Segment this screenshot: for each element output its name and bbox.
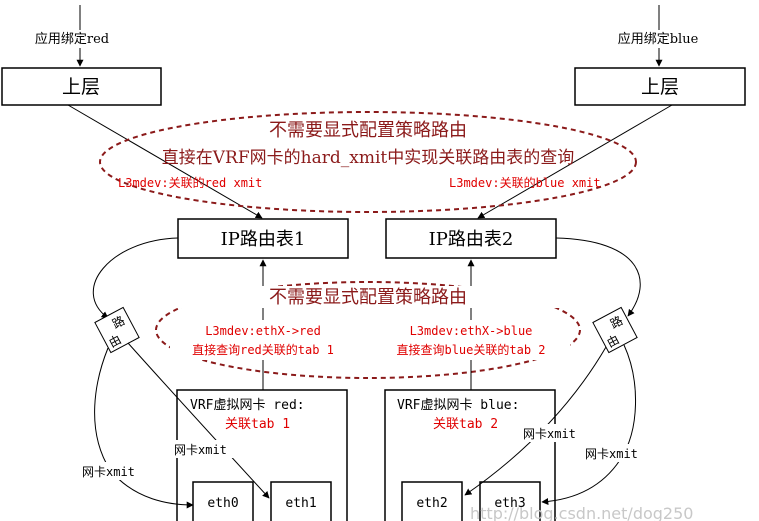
ip-routing-table2-box <box>385 218 557 259</box>
upper-right-note: L3mdev:关联的blue xmit <box>449 175 601 190</box>
right-upper-layer-label: 上层 <box>641 76 679 98</box>
lower-right-line2: 直接查询blue关联的tab 2 <box>396 342 545 357</box>
lower-ellipse-title: 不需要显式配置策略路由 <box>269 287 467 308</box>
left-app-label: 应用绑定red <box>35 31 109 47</box>
table1-to-left-route-curve <box>92 237 179 319</box>
outer-left-xmit-bg <box>80 462 142 480</box>
outer-right-xmit-label: 网卡xmit <box>585 447 638 461</box>
inner-right-xmit-path <box>464 346 607 496</box>
eth2-box <box>401 481 463 521</box>
left-route-tag: 路 由 <box>94 306 140 354</box>
right-route-char2: 由 <box>604 332 621 350</box>
lower-right-line1: L3mdev:ethX->blue <box>410 324 533 338</box>
watermark: http://blog.csdn.net/dog250 <box>470 504 693 521</box>
vrf-blue-title: VRF虚拟网卡 blue: <box>397 398 519 413</box>
outer-right-xmit-path <box>541 344 636 506</box>
vrf-red-tab: 关联tab 1 <box>225 417 290 432</box>
upper-dashed-ellipse <box>99 111 637 213</box>
lower-left-line1: L3mdev:ethX->red <box>205 324 321 338</box>
outer-right-xmit-bg <box>583 444 649 462</box>
lower-right-text-bg <box>375 320 570 360</box>
ip-routing-table1-label: IP路由表1 <box>221 229 306 250</box>
lower-left-line2: 直接查询red关联的tab 1 <box>192 342 334 357</box>
eth3-label: eth3 <box>494 496 525 511</box>
lower-left-text-bg <box>170 320 360 360</box>
eth0-box <box>192 481 254 521</box>
left-upper-layer-box <box>1 67 162 106</box>
inner-right-xmit-bg <box>521 424 587 442</box>
left-upper-layer-label: 上层 <box>62 76 100 98</box>
inner-right-xmit-label: 网卡xmit <box>523 427 576 441</box>
upper-ellipse-line1: 不需要显式配置策略路由 <box>269 120 467 141</box>
inner-left-xmit-label: 网卡xmit <box>174 443 227 457</box>
ip-routing-table1-box <box>177 218 349 259</box>
ip-routing-table2-label: IP路由表2 <box>429 229 514 250</box>
left-route-char2: 由 <box>106 332 123 350</box>
eth2-label: eth2 <box>416 496 447 511</box>
lower-dashed-ellipse <box>155 281 581 379</box>
table2-to-right-route-curve <box>555 237 641 317</box>
inner-left-xmit-path <box>127 342 270 499</box>
right-upper-layer-box <box>574 67 746 106</box>
vrf-blue-tab: 关联tab 2 <box>433 417 498 432</box>
right-route-tag: 路 由 <box>592 306 638 354</box>
eth0-label: eth0 <box>207 496 238 511</box>
outer-left-xmit-label: 网卡xmit <box>82 465 135 479</box>
right-app-label: 应用绑定blue <box>618 31 699 47</box>
inner-left-xmit-bg <box>172 440 238 458</box>
lower-ellipse-title-bg <box>176 286 564 308</box>
upper-ellipse-line2: 直接在VRF网卡的hard_xmit中实现关联路由表的查询 <box>162 148 574 168</box>
eth1-box <box>270 481 332 521</box>
upper-left-note: L3mdev:关联的red xmit <box>118 175 262 190</box>
right-layer-to-table2-arrow <box>477 104 673 219</box>
eth1-label: eth1 <box>285 496 316 511</box>
eth3-box <box>479 481 541 521</box>
left-layer-to-table1-arrow <box>67 104 263 219</box>
vrf-red-title: VRF虚拟网卡 red: <box>190 398 305 413</box>
